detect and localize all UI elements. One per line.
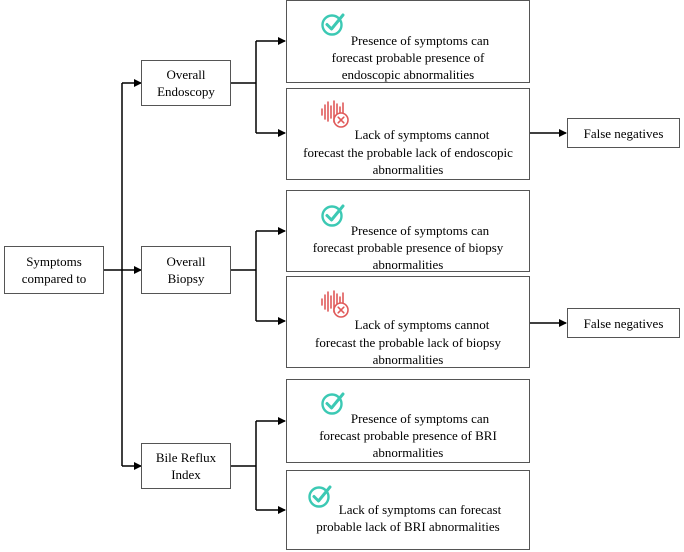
outcome-endoscopy-presence-box: Presence of symptoms can forecast probab… xyxy=(286,0,530,83)
outcome-biopsy-lack-line3: abnormalities xyxy=(372,352,444,367)
outcome-endoscopy-presence-line1: Presence of symptoms can xyxy=(350,33,490,48)
category-bri-box: Bile Reflux Index xyxy=(141,443,231,489)
result-endoscopy-false-negatives: False negatives xyxy=(567,118,680,148)
category-endoscopy-box: Overall Endoscopy xyxy=(141,60,231,106)
category-endoscopy-line2: Endoscopy xyxy=(157,84,215,99)
outcome-biopsy-lack-box: Lack of symptoms cannot forecast the pro… xyxy=(286,276,530,368)
result-biopsy-false-negatives-label: False negatives xyxy=(583,315,664,331)
result-biopsy-false-negatives: False negatives xyxy=(567,308,680,338)
category-biopsy-box: Overall Biopsy xyxy=(141,246,231,294)
category-biopsy-line1: Overall xyxy=(166,254,206,269)
outcome-biopsy-lack-line2: forecast the probable lack of biopsy xyxy=(315,335,501,350)
root-label-line1: Symptoms xyxy=(26,254,82,269)
outcome-biopsy-presence-line1: Presence of symptoms can xyxy=(350,223,490,238)
root-box: Symptoms compared to xyxy=(4,246,104,294)
outcome-bri-lack-line2: probable lack of BRI abnormalities xyxy=(316,519,500,534)
outcome-bri-presence-box: Presence of symptoms can forecast probab… xyxy=(286,379,530,463)
category-endoscopy-line1: Overall xyxy=(166,67,206,82)
outcome-biopsy-presence-box: Presence of symptoms can forecast probab… xyxy=(286,190,530,272)
check-icon xyxy=(321,204,345,227)
outcome-bri-presence-line3: abnormalities xyxy=(372,445,444,460)
category-biopsy-line2: Biopsy xyxy=(167,271,205,286)
outcome-endoscopy-lack-box: Lack of symptoms cannot forecast the pro… xyxy=(286,88,530,180)
outcome-bri-presence-line1: Presence of symptoms can xyxy=(350,411,490,426)
outcome-bri-presence-line2: forecast probable presence of BRI xyxy=(319,428,497,443)
category-bri-line2: Index xyxy=(171,467,201,482)
check-icon xyxy=(321,392,345,415)
waveform-error-icon xyxy=(321,100,349,128)
check-icon xyxy=(321,13,345,36)
outcome-bri-lack-line1: Lack of symptoms can forecast xyxy=(338,502,502,517)
outcome-endoscopy-lack-line1: Lack of symptoms cannot xyxy=(354,127,490,142)
outcome-endoscopy-lack-line3: abnormalities xyxy=(372,162,444,177)
outcome-biopsy-lack-line1: Lack of symptoms cannot xyxy=(354,317,490,332)
outcome-biopsy-presence-line2: forecast probable presence of biopsy xyxy=(312,240,504,255)
outcome-endoscopy-presence-line3: endoscopic abnormalities xyxy=(341,67,475,82)
outcome-endoscopy-lack-line2: forecast the probable lack of endoscopic xyxy=(303,145,513,160)
outcome-bri-lack-box: Lack of symptoms can forecast probable l… xyxy=(286,470,530,550)
check-icon xyxy=(308,485,332,508)
outcome-biopsy-presence-line3: abnormalities xyxy=(372,257,444,272)
outcome-endoscopy-presence-line2: forecast probable presence of xyxy=(331,50,485,65)
category-bri-line1: Bile Reflux xyxy=(155,450,217,465)
waveform-error-icon xyxy=(321,290,349,318)
root-label-line2: compared to xyxy=(21,271,87,286)
result-endoscopy-false-negatives-label: False negatives xyxy=(583,125,664,141)
